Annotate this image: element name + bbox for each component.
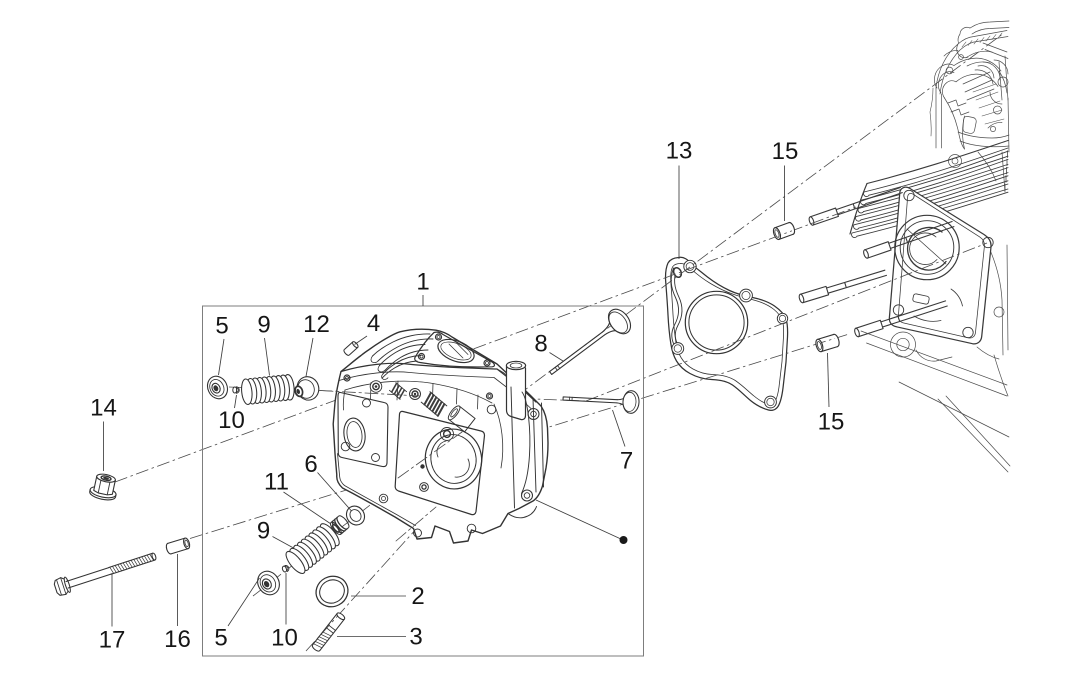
bush-16	[165, 537, 191, 555]
cylinder-head	[319, 328, 549, 544]
spark-plug-tube	[505, 360, 527, 421]
leader-11	[283, 491, 332, 525]
head-right-face	[507, 386, 544, 519]
cylinder-block	[798, 139, 1011, 473]
dowel-bush-15-lower	[815, 333, 840, 353]
leader-9-lower	[272, 536, 294, 549]
leader-12	[305, 337, 314, 377]
leader-lines	[103, 165, 830, 637]
head-axis-segments	[319, 390, 463, 542]
valve-spring-9-upper	[241, 374, 295, 405]
callout-9-upper: 9	[257, 312, 270, 339]
callout-2: 2	[411, 583, 424, 610]
o-ring-2	[315, 575, 349, 608]
valve-keeper-10-lower	[281, 565, 290, 573]
callout-8: 8	[534, 331, 547, 358]
callout-4: 4	[367, 310, 380, 337]
callout-labels: 1 13 15 5 9 12 4 8 14 10 15 7 6 11 9 2 5…	[90, 138, 844, 654]
callout-3: 3	[409, 624, 422, 651]
head-fins	[370, 333, 434, 380]
leader-15-lower	[827, 352, 830, 408]
valve-7	[562, 390, 640, 414]
leader-7	[612, 409, 626, 447]
head-cover-bolt-holes	[340, 404, 497, 538]
axis-stud-upper	[114, 206, 857, 483]
cylinder-studs	[798, 186, 955, 338]
stud-3	[311, 612, 346, 652]
callout-12: 12	[303, 311, 330, 338]
callout-10-lower: 10	[271, 625, 298, 652]
valve-seal-12	[294, 376, 320, 401]
leader-5-lower	[227, 577, 260, 627]
leader-head-dot	[535, 499, 623, 540]
crankcase-silhouette	[929, 20, 1010, 397]
spring-retainer-5-lower	[257, 570, 280, 596]
callout-15-lower: 15	[818, 409, 845, 436]
head-left-port-panel	[337, 391, 389, 468]
cylinder-face	[888, 186, 992, 345]
callout-6: 6	[304, 451, 317, 478]
spring-seat-11	[329, 515, 350, 536]
gasket-bolt-holes	[671, 259, 789, 409]
valve-spring-9-lower	[285, 523, 340, 574]
gasket-bead-line	[670, 263, 785, 406]
leader-5-upper	[218, 338, 225, 376]
callout-5-lower: 5	[214, 625, 227, 652]
cylinder-stud-holes	[892, 189, 994, 339]
callout-16: 16	[164, 626, 191, 653]
callout-17: 17	[99, 627, 126, 654]
long-bolt-17	[53, 552, 157, 596]
head-interior-mechanism	[369, 380, 504, 469]
leader-dot	[619, 536, 628, 544]
leader-8	[549, 352, 564, 362]
spring-retainer-5-upper	[206, 375, 229, 400]
gasket-outline	[664, 256, 789, 411]
dowel-bush-15-upper	[772, 222, 796, 241]
head-flange-band	[337, 362, 537, 526]
callout-7: 7	[620, 448, 633, 475]
callout-5-upper: 5	[215, 313, 228, 340]
callout-9-lower: 9	[257, 518, 270, 545]
cylinder-base-details	[860, 330, 1011, 473]
valve-keeper-10-upper	[232, 386, 240, 394]
callout-10-upper: 10	[218, 407, 245, 434]
leader-9-upper	[264, 337, 270, 376]
callout-1: 1	[416, 269, 429, 296]
gasket-bore-ring	[684, 290, 749, 355]
valve-seal-washer-6	[345, 505, 366, 526]
center-axis-lines	[114, 32, 1005, 652]
leader-4	[354, 335, 368, 345]
callout-13: 13	[666, 138, 693, 165]
axis-cylinder-bore	[585, 242, 988, 402]
flange-nut-14	[89, 473, 117, 501]
valve-8	[549, 308, 632, 376]
callout-15-upper: 15	[772, 138, 799, 165]
leader-10-upper	[234, 394, 237, 409]
callout-14: 14	[90, 395, 117, 422]
leader-6	[317, 472, 352, 512]
head-gasket	[664, 256, 789, 411]
head-combustion-face	[394, 410, 486, 516]
callout-11: 11	[264, 469, 289, 496]
